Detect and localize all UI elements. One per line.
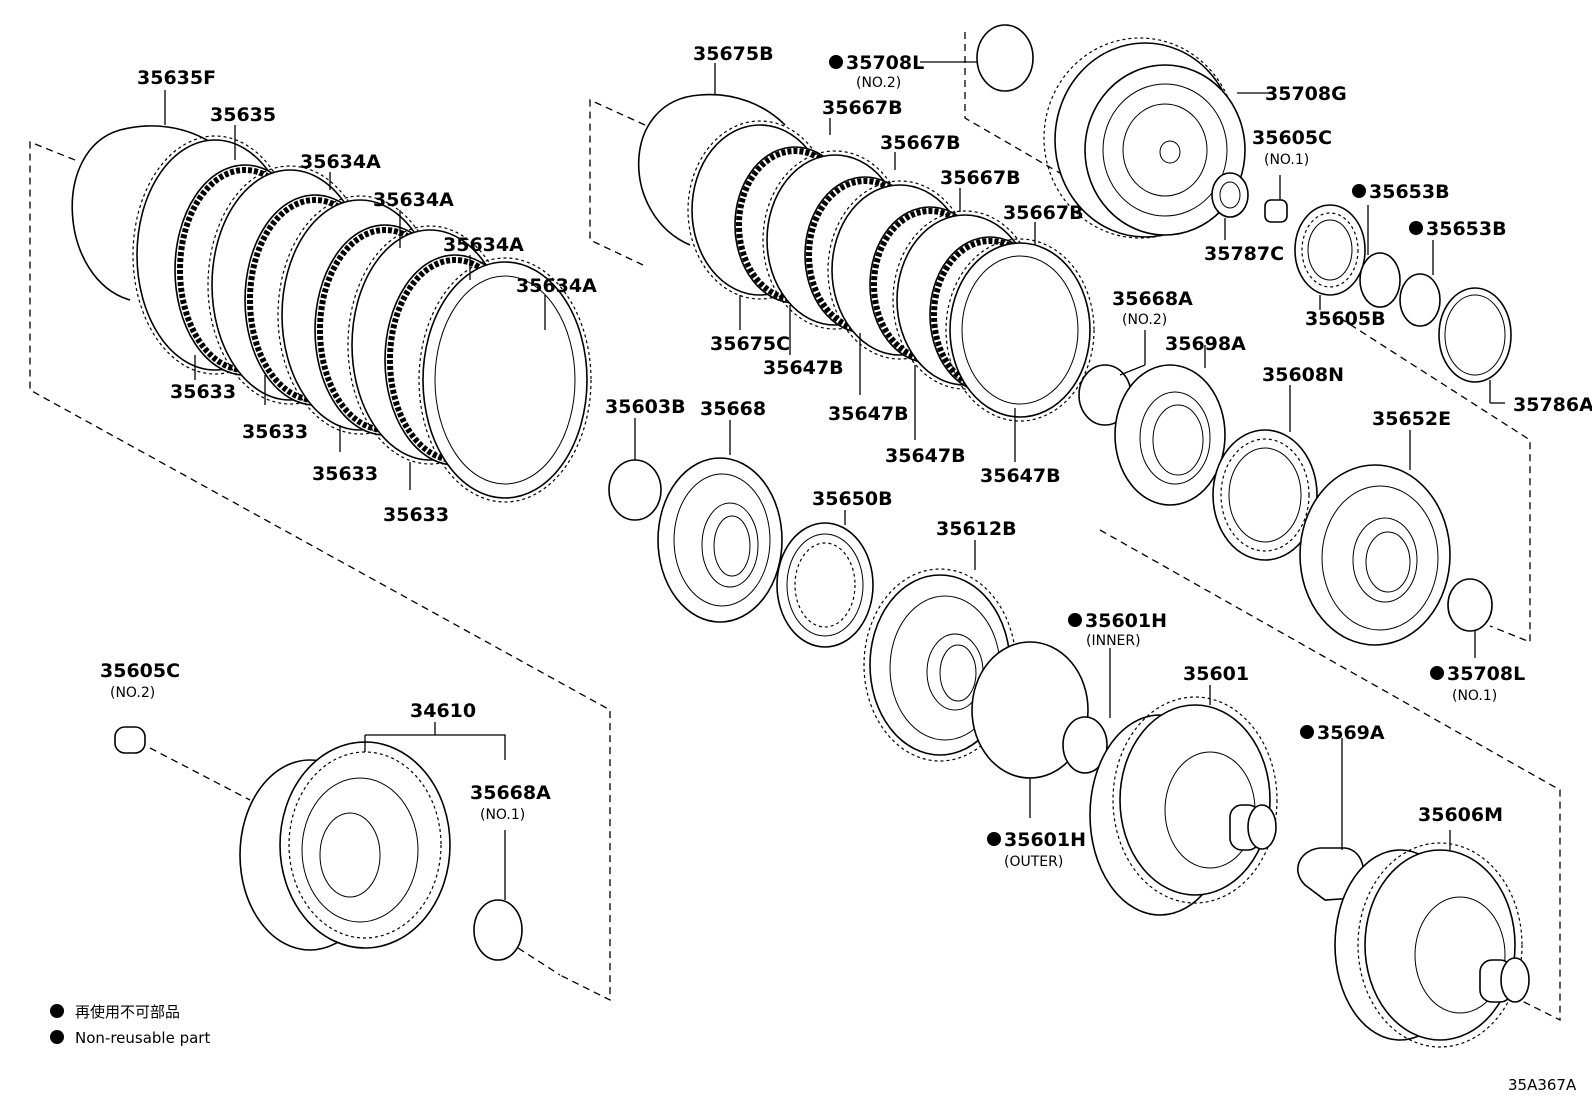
plate-35786A — [1438, 287, 1512, 383]
label-35601H-inner-sub: (INNER) — [1086, 633, 1141, 649]
label-35601: 35601 — [1183, 663, 1249, 685]
label-35635F: 35635F — [137, 67, 216, 89]
label-35675C: 35675C — [710, 333, 790, 355]
label-35668A-no2-sub: (NO.2) — [1122, 312, 1167, 328]
label-35667B-3: 35667B — [940, 167, 1021, 189]
label-35605C-no1-sub: (NO.1) — [1264, 152, 1309, 168]
label-35667B-4: 35667B — [1003, 202, 1084, 224]
label-35603B: 35603B — [605, 396, 686, 418]
snap-ring-35668A-no1 — [473, 899, 523, 961]
label-34610: 34610 — [410, 700, 476, 722]
label-35635: 35635 — [210, 104, 276, 126]
seal-35653B-2 — [1399, 273, 1441, 327]
non-reusable-bullet — [1409, 221, 1423, 235]
drum-34610 — [279, 741, 451, 949]
label-35653B-1: 35653B — [1369, 181, 1450, 203]
legend: 再使用不可部品 Non-reusable part — [50, 1003, 210, 1047]
label-35668A-no2: 35668A — [1112, 288, 1193, 310]
label-35668A-no1-sub: (NO.1) — [480, 807, 525, 823]
label-35668A-no1: 35668A — [470, 782, 551, 804]
label-35633-3: 35633 — [312, 463, 378, 485]
label-35668: 35668 — [700, 398, 766, 420]
drum-35708G — [1084, 64, 1246, 236]
label-35634A-3: 35634A — [443, 234, 524, 256]
o-ring-35601H-inner — [1062, 716, 1108, 774]
label-35634A-2: 35634A — [373, 189, 454, 211]
label-35708L-no2: 35708L — [846, 52, 924, 74]
non-reusable-bullet — [1430, 666, 1444, 680]
leader-lines — [164, 61, 1505, 900]
snap-ring-35603B — [608, 459, 662, 521]
label-35675B: 35675B — [693, 43, 774, 65]
label-35708G: 35708G — [1265, 83, 1347, 105]
label-35608N: 35608N — [1262, 364, 1344, 386]
spring-35650B — [776, 522, 874, 648]
label-35786A: 35786A — [1513, 394, 1592, 416]
label-35633-4: 35633 — [383, 504, 449, 526]
label-35647B-4: 35647B — [980, 465, 1061, 487]
label-35601H-outer: 35601H — [1004, 829, 1086, 851]
seal-35653B-1 — [1359, 252, 1401, 308]
plate-35634A-4 — [422, 261, 588, 499]
label-35606M: 35606M — [1418, 804, 1503, 826]
washer-35787C — [1211, 172, 1249, 218]
gear-35606M — [1364, 849, 1516, 1041]
o-ring-35708L-no2 — [976, 24, 1034, 92]
plate-35668 — [657, 457, 783, 623]
label-35667B-1: 35667B — [822, 97, 903, 119]
non-reusable-bullet — [829, 55, 843, 69]
label-35634A-1: 35634A — [300, 151, 381, 173]
label-35698A: 35698A — [1165, 333, 1246, 355]
part-labels: 35635F 35635 35634A 35634A 35634A 35634A… — [100, 43, 1592, 870]
label-35605C-no2: 35605C — [100, 660, 180, 682]
label-35634A-4: 35634A — [516, 275, 597, 297]
legend-english: Non-reusable part — [75, 1029, 210, 1047]
label-35667B-2: 35667B — [880, 132, 961, 154]
bushing-35605C-no1 — [1264, 199, 1288, 223]
label-35708L-no2-sub: (NO.2) — [856, 75, 901, 91]
legend-japanese: 再使用不可部品 — [75, 1003, 180, 1021]
gear-35601 — [1119, 704, 1271, 896]
o-ring-35708L-no1 — [1447, 578, 1493, 632]
label-35605C-no1: 35605C — [1252, 127, 1332, 149]
bottom-row-parts — [114, 696, 1530, 1048]
label-35601H-inner: 35601H — [1085, 610, 1167, 632]
assembly-boundaries — [29, 32, 1561, 1022]
non-reusable-bullet — [987, 832, 1001, 846]
label-35653B-2: 35653B — [1426, 218, 1507, 240]
label-35633-1: 35633 — [170, 381, 236, 403]
label-3569A: 3569A — [1317, 722, 1385, 744]
label-35601H-outer-sub: (OUTER) — [1004, 854, 1063, 870]
label-35612B: 35612B — [936, 518, 1017, 540]
label-35708L-no1-sub: (NO.1) — [1452, 688, 1497, 704]
top-right-parts — [976, 24, 1512, 383]
middle-clutch-pack — [637, 93, 1095, 422]
drum-35652E — [1299, 464, 1451, 646]
label-35650B: 35650B — [812, 488, 893, 510]
non-reusable-bullet — [1352, 184, 1366, 198]
diagram-code: 35A367A — [1508, 1076, 1577, 1094]
middle-row-parts — [608, 364, 1493, 779]
label-35787C: 35787C — [1204, 243, 1284, 265]
plate-35667B-4 — [949, 242, 1091, 418]
label-35647B-1: 35647B — [763, 357, 844, 379]
seal-35698A — [1114, 364, 1226, 506]
non-reusable-bullet — [1300, 725, 1314, 739]
label-35647B-2: 35647B — [828, 403, 909, 425]
non-reusable-bullet — [1068, 613, 1082, 627]
label-35605C-no2-sub: (NO.2) — [110, 685, 155, 701]
legend-bullet-icon — [50, 1004, 64, 1018]
label-35605B: 35605B — [1305, 308, 1386, 330]
bushing-35605C-no2 — [114, 726, 146, 754]
bearing-35605B — [1294, 204, 1366, 296]
legend-bullet-icon — [50, 1030, 64, 1044]
left-clutch-pack — [71, 125, 592, 503]
label-35633-2: 35633 — [242, 421, 308, 443]
label-35647B-3: 35647B — [885, 445, 966, 467]
label-35652E: 35652E — [1372, 408, 1451, 430]
label-35708L-no1: 35708L — [1447, 663, 1525, 685]
